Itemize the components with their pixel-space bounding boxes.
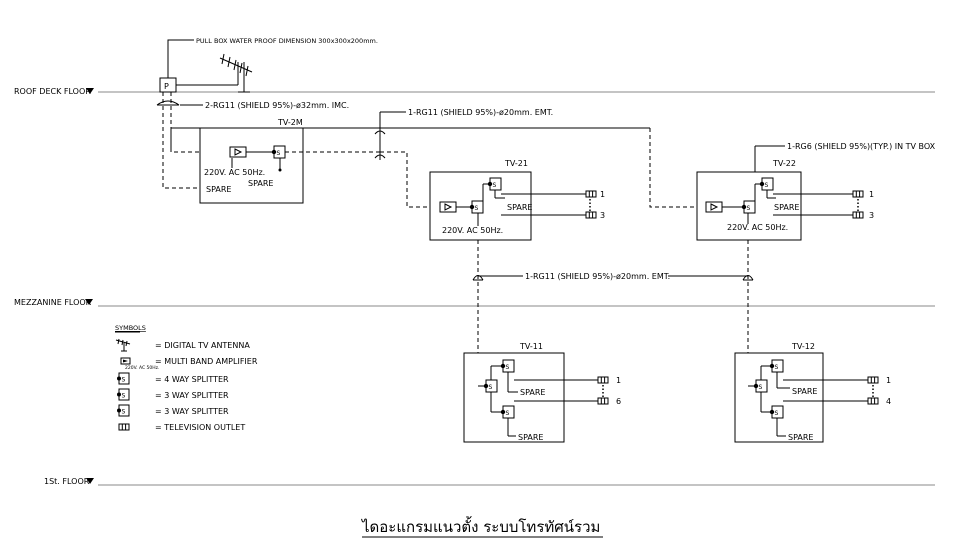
tv11-out-first: 1: [616, 376, 621, 385]
floor-roof-label: ROOF DECK FLOOR: [14, 87, 91, 96]
tv11-title: TV-11: [519, 342, 543, 351]
tv2m-power: 220V. AC 50Hz.: [204, 168, 265, 177]
symbols-legend: SYMBOLS = DIGITAL TV ANTENNA 220V. AC 50…: [115, 324, 258, 432]
legend-amplifier-icon: [120, 357, 131, 365]
rg6-tvbox-note: 1-RG6 (SHIELD 95%)(TYP.) IN TV BOX: [787, 142, 936, 151]
floor-roof: ROOF DECK FLOOR: [14, 87, 935, 96]
legend-item-outlet: = TELEVISION OUTLET: [155, 423, 245, 432]
tv21-title: TV-21: [504, 159, 528, 168]
tv12-spare-1: SPARE: [792, 387, 817, 396]
legend-item-3way-a: = 3 WAY SPLITTER: [155, 391, 229, 400]
legend-item-4way: = 4 WAY SPLITTER: [155, 375, 229, 384]
drawing-title: ไดอะแกรมแนวตั้ง ระบบโทรทัศน์รวม: [361, 516, 600, 536]
tv22-power: 220V. AC 50Hz.: [727, 223, 788, 232]
svg-text:S: S: [122, 377, 126, 384]
tv-box-tv2m: TV-2M 220V. AC 50Hz. SPARE SPARE: [199, 118, 380, 204]
tv22-out-last: 3: [869, 211, 874, 220]
legend-item-amplifier: = MULTI BAND AMPLIFIER: [155, 357, 258, 366]
tv12-out-first: 1: [886, 376, 891, 385]
floor-first: 1St. FLOOR: [44, 477, 935, 486]
legend-3way-splitter-b-icon: S: [117, 404, 130, 417]
rg11-imc-note: 2-RG11 (SHIELD 95%)-ø32mm. IMC.: [205, 101, 349, 110]
tv2m-spare-1: SPARE: [248, 179, 273, 188]
legend-3way-splitter-icon: S: [117, 388, 130, 401]
tv22-spare: SPARE: [774, 203, 799, 212]
tv11-spare-2: SPARE: [518, 433, 543, 442]
pull-box: PULL BOX WATER PROOF DIMENSION 300x300x2…: [159, 37, 378, 93]
tv2m-title: TV-2M: [277, 118, 303, 127]
legend-amp-sub: 220V. AC 50Hz.: [125, 365, 159, 371]
floor-mezzanine: MEZZANINE FLOOR: [14, 298, 935, 307]
tv22-title: TV-22: [772, 159, 796, 168]
tv2m-spare-2: SPARE: [206, 185, 231, 194]
legend-tv-outlet-icon: [118, 423, 130, 431]
floor-first-label: 1St. FLOOR: [44, 477, 90, 486]
tv-box-tv21: TV-21 SPARE 1 3 220V. AC 50Hz.: [429, 159, 605, 241]
rg11-emt-top-note: 1-RG11 (SHIELD 95%)-ø20mm. EMT.: [408, 108, 553, 117]
svg-text:S: S: [122, 409, 126, 416]
legend-item-3way-b: = 3 WAY SPLITTER: [155, 407, 229, 416]
tv21-spare: SPARE: [507, 203, 532, 212]
rg11-emt-mid-note: 1-RG11 (SHIELD 95%)-ø20mm. EMT.: [525, 272, 670, 281]
antenna-icon: [176, 53, 253, 93]
tv11-spare-1: SPARE: [520, 388, 545, 397]
tv21-out-first: 1: [600, 190, 605, 199]
tv-box-tv11: TV-11 SPARE SPARE 1 6: [463, 342, 621, 443]
tv11-out-last: 6: [616, 397, 621, 406]
tv22-out-first: 1: [869, 190, 874, 199]
tv21-power: 220V. AC 50Hz.: [442, 226, 503, 235]
legend-antenna-icon: [115, 338, 131, 352]
floor-mezzanine-label: MEZZANINE FLOOR: [14, 298, 92, 307]
svg-text:S: S: [122, 393, 126, 400]
legend-item-antenna: = DIGITAL TV ANTENNA: [155, 341, 250, 350]
pull-box-note: PULL BOX WATER PROOF DIMENSION 300x300x2…: [196, 37, 378, 45]
tv12-out-last: 4: [886, 397, 891, 406]
legend-4way-splitter-icon: S: [117, 372, 130, 385]
tv21-out-last: 3: [600, 211, 605, 220]
legend-heading: SYMBOLS: [115, 324, 146, 332]
tv-box-tv22: 1-RG6 (SHIELD 95%)(TYP.) IN TV BOX TV-22…: [696, 142, 936, 241]
tv-box-tv12: TV-12 SPARE SPARE 1 4: [734, 342, 891, 443]
tv12-spare-2: SPARE: [788, 433, 813, 442]
pull-box-letter: P: [164, 82, 169, 91]
tv12-title: TV-12: [791, 342, 815, 351]
